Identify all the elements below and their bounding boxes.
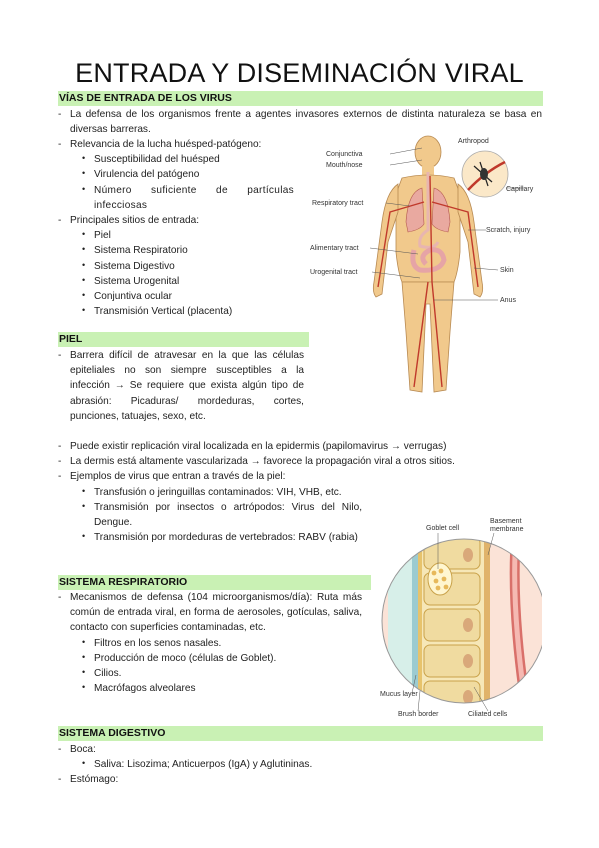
section-vias-list: Relevancia de la lucha huésped-patógeno:…: [58, 137, 294, 319]
sub-bullet: Filtros en los senos nasales.: [58, 635, 362, 651]
section-piel-body: Barrera difícil de atravesar en la que l…: [58, 348, 304, 424]
page-title: ENTRADA Y DISEMINACIÓN VIRAL: [75, 58, 524, 88]
sub-bullet: Transmisión por insectos o artrópodos: V…: [58, 499, 362, 530]
sub-bullet: Sistema Respiratorio: [58, 242, 294, 258]
section-header-piel: PIEL: [58, 332, 309, 347]
section-header-resp: SISTEMA RESPIRATORIO: [58, 575, 371, 590]
bullet: Relevancia de la lucha huésped-patógeno:: [58, 137, 294, 152]
sub-bullet: Sistema Urogenital: [58, 273, 294, 289]
label-ciliated-cells: Ciliated cells: [468, 711, 508, 718]
bullet: La dermis está altamente vascularizada →…: [58, 454, 542, 469]
label-respiratory: Respiratory tract: [312, 200, 363, 207]
label-capillary: Capillary: [506, 186, 534, 193]
section-dig-body: Boca: Saliva: Lisozima; Anticuerpos (IgA…: [58, 742, 542, 788]
body-entry-figure: Arthropod Conjunctiva Mouth/nose Respira…: [310, 135, 534, 393]
sub-bullet: Número suficiente de partículas infeccio…: [58, 182, 294, 213]
label-arthropod: Arthropod: [458, 138, 489, 145]
bullet: Boca:: [58, 742, 542, 757]
blood-vessels: [377, 175, 479, 388]
bullet: Principales sitios de entrada:: [58, 213, 294, 228]
label-alimentary: Alimentary tract: [310, 245, 359, 252]
section-vias-body: La defensa de los organismos frente a ag…: [58, 107, 542, 137]
section-piel-body-3: Transmisión por insectos o artrópodos: V…: [58, 499, 362, 546]
sub-bullet: Piel: [58, 227, 294, 243]
section-header-vias: VÍAS DE ENTRADA DE LOS VIRUS: [58, 91, 543, 106]
sub-bullet: Transmisión por mordeduras de vertebrado…: [58, 529, 362, 545]
label-conjunctiva: Conjunctiva: [326, 151, 363, 158]
sub-bullet: Transmisión Vertical (placenta): [58, 303, 294, 319]
sub-bullet: Sistema Digestivo: [58, 258, 294, 274]
label-basement-1: Basement: [490, 518, 522, 525]
sub-bullet: Macrófagos alveolares: [58, 680, 362, 696]
label-basement-2: membrane: [490, 526, 524, 533]
sub-bullet: Producción de moco (células de Goblet).: [58, 650, 362, 666]
bullet: Puede existir replicación viral localiza…: [58, 439, 542, 454]
label-brush-border: Brush border: [398, 711, 439, 718]
sub-bullet: Transfusión o jeringuillas contaminados:…: [58, 484, 542, 500]
arthropod-inset: [461, 150, 509, 198]
label-urogenital: Urogenital tract: [310, 269, 358, 276]
bullet: Estómago:: [58, 772, 542, 787]
bullet: Mecanismos de defensa (104 microorganism…: [58, 590, 362, 636]
label-scratch: Scratch, injury: [486, 227, 531, 234]
epithelium-figure: Goblet cell Basement membrane Mucus laye…: [380, 518, 542, 718]
sub-bullet: Conjuntiva ocular: [58, 288, 294, 304]
bullet: Barrera difícil de atravesar en la que l…: [58, 348, 304, 424]
sub-bullet: Susceptibilidad del huésped: [58, 151, 294, 167]
digestive-tract: [410, 172, 447, 273]
label-skin: Skin: [500, 267, 514, 274]
sub-bullet: Cilios.: [58, 665, 362, 681]
label-goblet-cell: Goblet cell: [426, 525, 460, 532]
lungs: [405, 187, 451, 233]
bullet: La defensa de los organismos frente a ag…: [58, 107, 542, 137]
section-resp-body: Mecanismos de defensa (104 microorganism…: [58, 590, 362, 696]
label-mouth: Mouth/nose: [326, 162, 363, 169]
sub-bullet: Virulencia del patógeno: [58, 166, 294, 182]
label-anus: Anus: [500, 297, 516, 304]
bullet: Ejemplos de virus que entran a través de…: [58, 469, 542, 484]
section-header-dig: SISTEMA DIGESTIVO: [58, 726, 543, 741]
sub-bullet: Saliva: Lisozima; Anticuerpos (IgA) y Ag…: [58, 756, 542, 772]
label-mucus-layer: Mucus layer: [380, 691, 418, 698]
section-piel-body-2: Puede existir replicación viral localiza…: [58, 439, 542, 500]
